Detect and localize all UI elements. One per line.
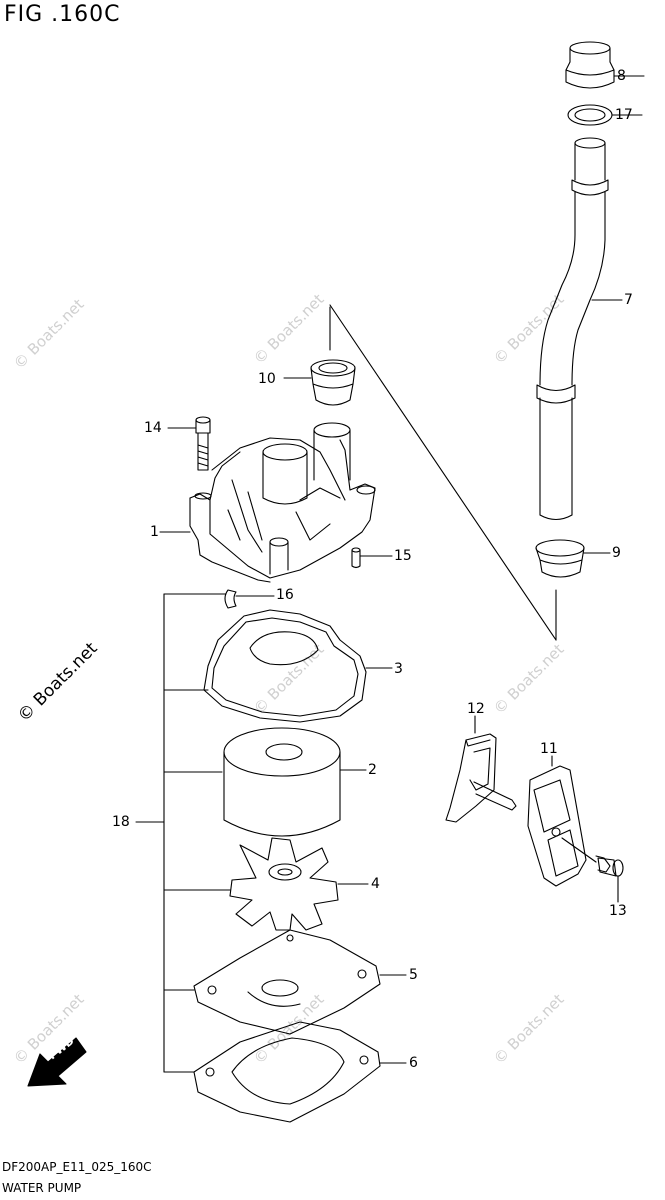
- callout-7: 7: [624, 292, 633, 308]
- part-14-bolt: [167, 416, 211, 471]
- callout-16: 16: [276, 587, 294, 603]
- callout-6: 6: [409, 1055, 418, 1071]
- part-10-sleeve: [283, 359, 356, 406]
- callout-14: 14: [144, 420, 162, 436]
- diagram-subtitle: WATER PUMP: [2, 1181, 82, 1195]
- part-5-plate: [193, 929, 407, 1035]
- part-17-seal: [567, 104, 643, 126]
- part-9-grommet: [535, 539, 611, 578]
- callout-12: 12: [467, 701, 485, 717]
- callout-13: 13: [609, 903, 627, 919]
- part-15-pin: [351, 547, 393, 569]
- callout-4: 4: [371, 876, 380, 892]
- figure-title: FIG .160C: [4, 2, 121, 27]
- callout-18: 18: [112, 814, 130, 830]
- part-6-gasket: [193, 1021, 407, 1123]
- callout-15: 15: [394, 548, 412, 564]
- part-4-impeller: [229, 837, 369, 931]
- part-18-kit-bracket: [135, 593, 275, 1073]
- callout-11: 11: [540, 741, 558, 757]
- callout-10: 10: [258, 371, 276, 387]
- callout-2: 2: [368, 762, 377, 778]
- part-7-water-tube: [536, 137, 623, 521]
- callout-5: 5: [409, 967, 418, 983]
- connector-line: [329, 304, 557, 641]
- callout-17: 17: [615, 107, 633, 123]
- part-12-bracket: [445, 715, 517, 823]
- part-16-key: [224, 589, 237, 609]
- callout-1: 1: [150, 524, 159, 540]
- diagram-code: DF200AP_E11_025_160C: [2, 1160, 152, 1174]
- part-13-screw: [561, 837, 624, 903]
- part-8-grommet: [565, 41, 645, 89]
- callout-9: 9: [612, 545, 621, 561]
- fwd-arrow-icon: [27, 1037, 87, 1087]
- part-3-gasket: [203, 609, 393, 723]
- part-1-pump-case: [159, 422, 376, 583]
- callout-8: 8: [617, 68, 626, 84]
- part-11-plate: [527, 755, 587, 887]
- callout-3: 3: [394, 661, 403, 677]
- part-2-liner: [223, 727, 367, 837]
